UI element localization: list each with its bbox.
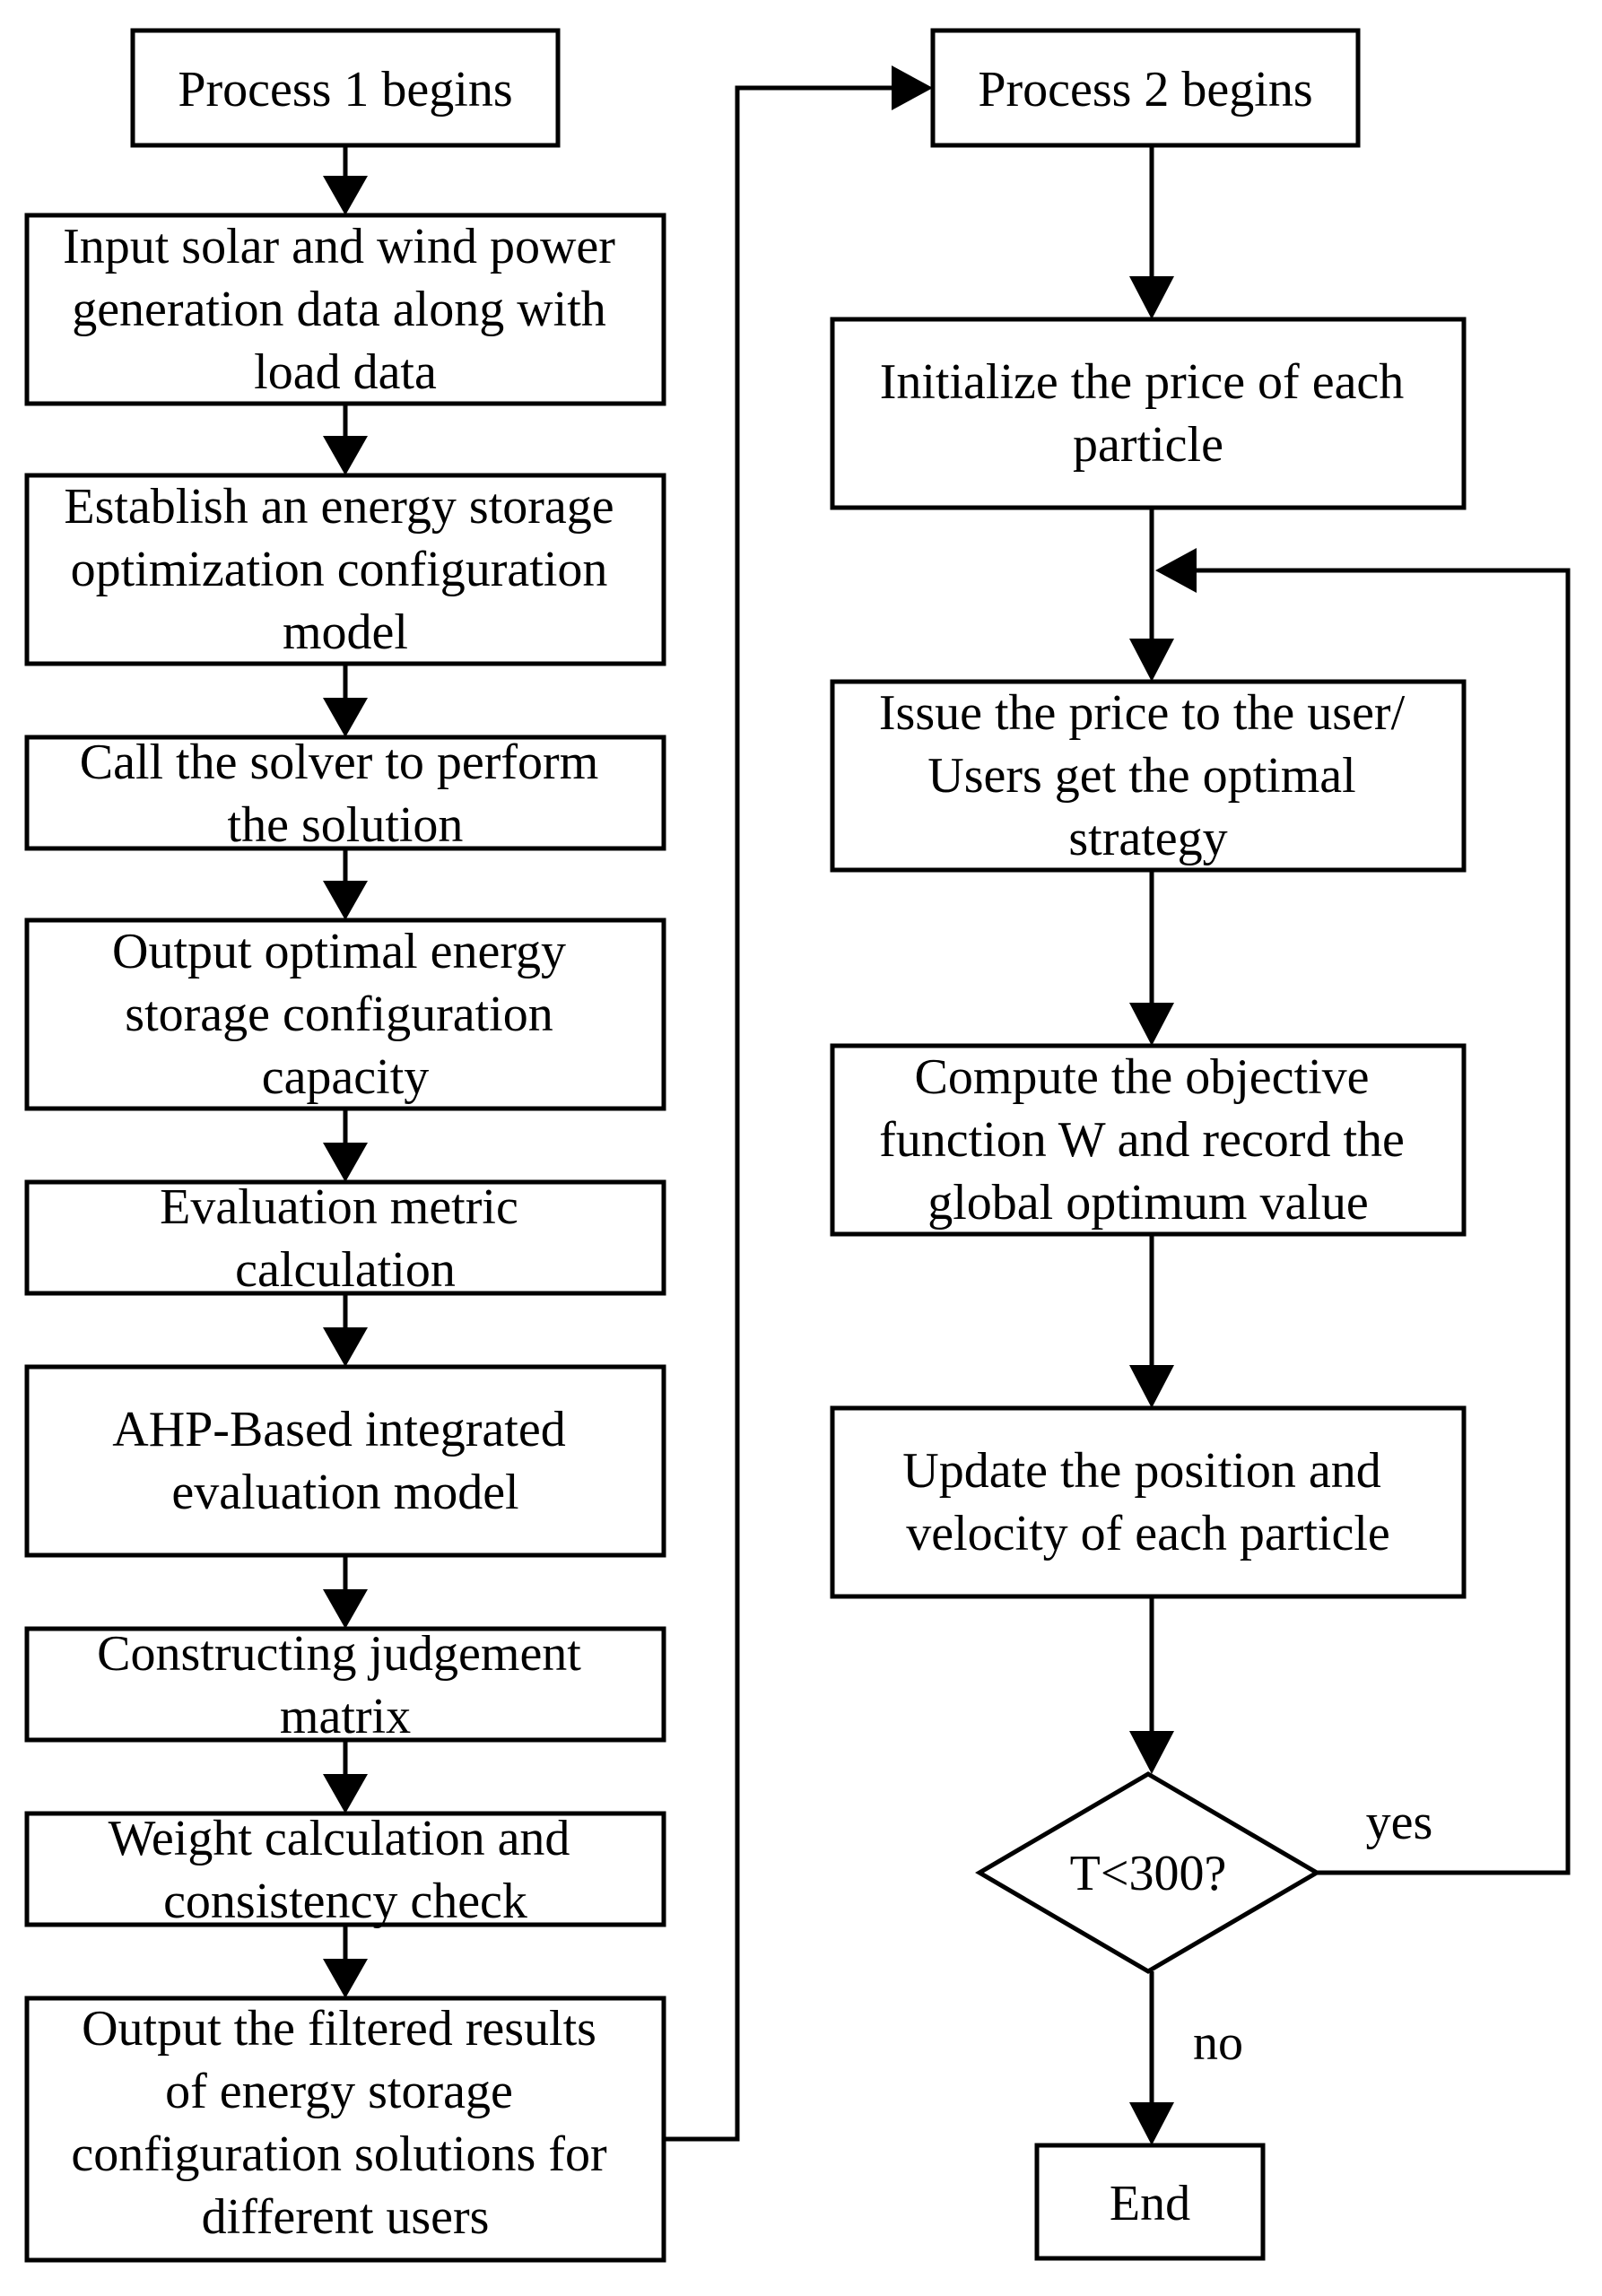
input-data-label: Input solar and wind power generation da…: [63, 219, 628, 400]
ahp-model-box: [24, 1364, 666, 1558]
capacity-output-label: Output optimal energy storage configurat…: [112, 924, 579, 1105]
iteration-decision-label: T<300?: [1070, 1846, 1227, 1901]
weight-check-box: [24, 1811, 666, 1927]
arrow-head: [323, 698, 368, 737]
yes-loop: [1155, 548, 1571, 1875]
arrow-head: [1155, 548, 1197, 593]
issue-price-label: Issue the price to the user/ Users get t…: [879, 685, 1417, 866]
arrow-head: [323, 1589, 368, 1629]
process1-start-label: Process 1 begins: [178, 62, 512, 117]
filtered-results-box: [24, 1996, 666, 2263]
arrow-head: [323, 1327, 368, 1367]
arrow-head: [1129, 1731, 1174, 1774]
initialize-price-label: Initialize the price of each particle: [880, 354, 1417, 473]
arrow-head: [323, 1774, 368, 1813]
arrow-head: [1129, 276, 1174, 319]
update-particle-label: Update the position and velocity of each…: [902, 1443, 1393, 1561]
judgement-matrix-label: Constructing judgement matrix: [97, 1626, 594, 1744]
iteration-decision-diamond: [975, 1771, 1321, 1974]
ahp-model-label: AHP-Based integrated evaluation model: [112, 1402, 578, 1520]
process2-start-box: [930, 28, 1361, 148]
end-label: End: [1110, 2176, 1190, 2231]
process1-arrows: [323, 145, 368, 1998]
issue-price-box: [830, 679, 1467, 873]
judgement-matrix-box: [24, 1626, 666, 1743]
arrow-head: [323, 1143, 368, 1182]
update-particle-box: [830, 1405, 1467, 1599]
arrow-head: [1129, 1365, 1174, 1408]
solver-label: Call the solver to perform the solution: [80, 735, 612, 853]
yes-branch-label: yes: [1366, 1795, 1433, 1850]
weight-check-label: Weight calculation and consistency check: [109, 1811, 583, 1929]
process2-arrows: [1129, 145, 1174, 2145]
arrow-head: [323, 881, 368, 920]
no-branch-label: no: [1193, 2015, 1243, 2071]
evaluation-metric-box: [24, 1179, 666, 1296]
process1-start-box: [130, 28, 561, 148]
arrow-head: [1129, 639, 1174, 682]
objective-function-box: [830, 1043, 1467, 1237]
end-box: [1034, 2143, 1266, 2261]
objective-function-label: Compute the objective function W and rec…: [879, 1049, 1417, 1231]
capacity-output-box: [24, 918, 666, 1111]
storage-model-label: Establish an energy storage optimization…: [64, 479, 626, 660]
process-connector: [664, 65, 933, 2142]
input-data-box: [24, 213, 666, 406]
arrow-head: [892, 65, 933, 110]
arrow-head: [1129, 2102, 1174, 2145]
arrow-head: [323, 176, 368, 215]
process2-start-label: Process 2 begins: [978, 62, 1312, 117]
initialize-price-box: [830, 317, 1467, 510]
arrow-head: [323, 1959, 368, 1998]
evaluation-metric-label: Evaluation metric calculation: [160, 1179, 531, 1298]
filtered-results-label: Output the filtered results of energy st…: [71, 2001, 619, 2245]
arrow-head: [1129, 1003, 1174, 1046]
arrow-head: [323, 436, 368, 475]
